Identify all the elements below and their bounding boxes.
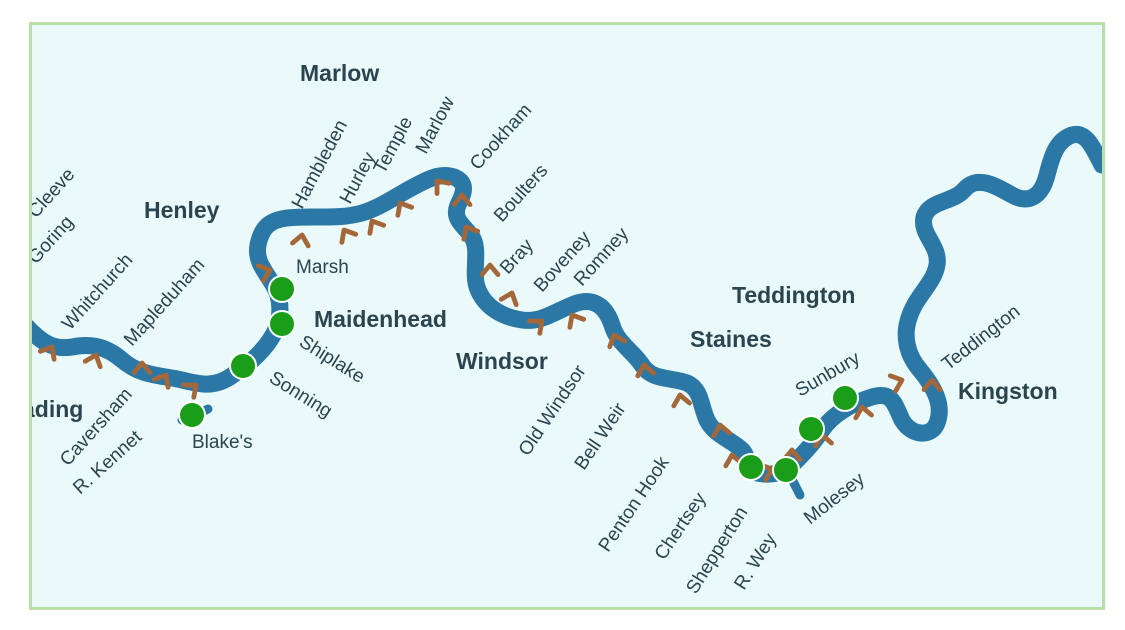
lock-chevron-icon bbox=[723, 452, 744, 469]
lock-chevron-icon bbox=[607, 332, 628, 350]
lock-whitchurch: Whitchurch bbox=[58, 250, 137, 335]
lock-cookham: Cookham bbox=[466, 100, 536, 174]
map-frame: Marlow Henley Maidenhead Windsor Staines… bbox=[29, 22, 1105, 610]
lock-blakes: Blake's bbox=[192, 432, 253, 453]
lock-chevron-icon bbox=[635, 362, 656, 379]
lock-chevron-icon bbox=[671, 392, 692, 409]
lock-markers bbox=[37, 178, 943, 483]
lock-chevron-icon bbox=[461, 224, 481, 242]
lock-marlow: Marlow bbox=[412, 93, 459, 157]
lock-chevron-icon bbox=[567, 312, 587, 330]
lock-r-wey: R. Wey bbox=[730, 530, 781, 594]
highlight-dot-icon bbox=[772, 456, 800, 484]
lock-chevron-icon bbox=[82, 352, 103, 370]
lock-chevron-icon bbox=[434, 178, 452, 196]
lock-chevron-icon bbox=[451, 192, 473, 208]
highlight-dot-icon bbox=[178, 401, 206, 429]
lock-temple: Temple bbox=[370, 113, 417, 177]
lock-cleeve: Cleeve bbox=[32, 164, 79, 222]
town-windsor: Windsor bbox=[456, 348, 548, 374]
lock-mapleduham: Mapleduham bbox=[120, 255, 209, 351]
lock-chevron-icon bbox=[887, 373, 905, 394]
lock-chevron-icon bbox=[339, 227, 359, 245]
highlighted-locks bbox=[178, 275, 859, 484]
highlight-dot-icon bbox=[797, 415, 825, 443]
highlight-dot-icon bbox=[831, 384, 859, 412]
lock-chevron-icon bbox=[367, 218, 387, 236]
town-maidenhead: Maidenhead bbox=[314, 306, 447, 332]
lock-chevron-icon bbox=[711, 422, 732, 439]
lock-sonning: Sonning bbox=[265, 367, 335, 422]
highlight-dot-icon bbox=[268, 310, 296, 338]
lock-boulters: Boulters bbox=[490, 160, 552, 226]
lock-chevron-icon bbox=[255, 263, 273, 284]
lock-chevron-icon bbox=[479, 262, 501, 278]
town-reading-partial: ading bbox=[32, 396, 83, 422]
lock-chevron-icon bbox=[181, 382, 199, 400]
lock-chevron-icon bbox=[37, 344, 57, 362]
town-henley: Henley bbox=[144, 197, 220, 223]
town-staines: Staines bbox=[690, 326, 772, 352]
lock-chevron-icon bbox=[527, 318, 545, 336]
town-marlow: Marlow bbox=[300, 60, 379, 86]
lock-teddington: Teddington bbox=[938, 301, 1024, 375]
lock-chevron-icon bbox=[853, 404, 874, 421]
lock-chevron-icon bbox=[131, 360, 153, 376]
river-map: Marlow Henley Maidenhead Windsor Staines… bbox=[32, 60, 1102, 598]
town-teddington: Teddington bbox=[732, 282, 855, 308]
lock-chertsey: Chertsey bbox=[651, 489, 711, 564]
lock-chevron-icon bbox=[498, 290, 519, 308]
lock-bray: Bray bbox=[496, 235, 538, 278]
lock-chevron-icon bbox=[290, 232, 311, 249]
highlight-dot-icon bbox=[229, 352, 257, 380]
lock-bell-weir: Bell Weir bbox=[571, 399, 631, 474]
lock-chevron-icon bbox=[395, 200, 415, 218]
lock-chevron-icon bbox=[921, 377, 943, 393]
lock-molesey: Molesey bbox=[800, 469, 869, 529]
highlight-dot-icon bbox=[737, 453, 765, 481]
lock-old-windsor: Old Windsor bbox=[515, 361, 591, 460]
town-kingston: Kingston bbox=[958, 378, 1058, 404]
lock-shiplake: Shiplake bbox=[295, 331, 368, 387]
highlight-dot-icon bbox=[268, 275, 296, 303]
lock-hurley: Hurley bbox=[336, 149, 381, 208]
lock-chevron-icon bbox=[151, 372, 171, 390]
lock-marsh: Marsh bbox=[296, 257, 349, 278]
